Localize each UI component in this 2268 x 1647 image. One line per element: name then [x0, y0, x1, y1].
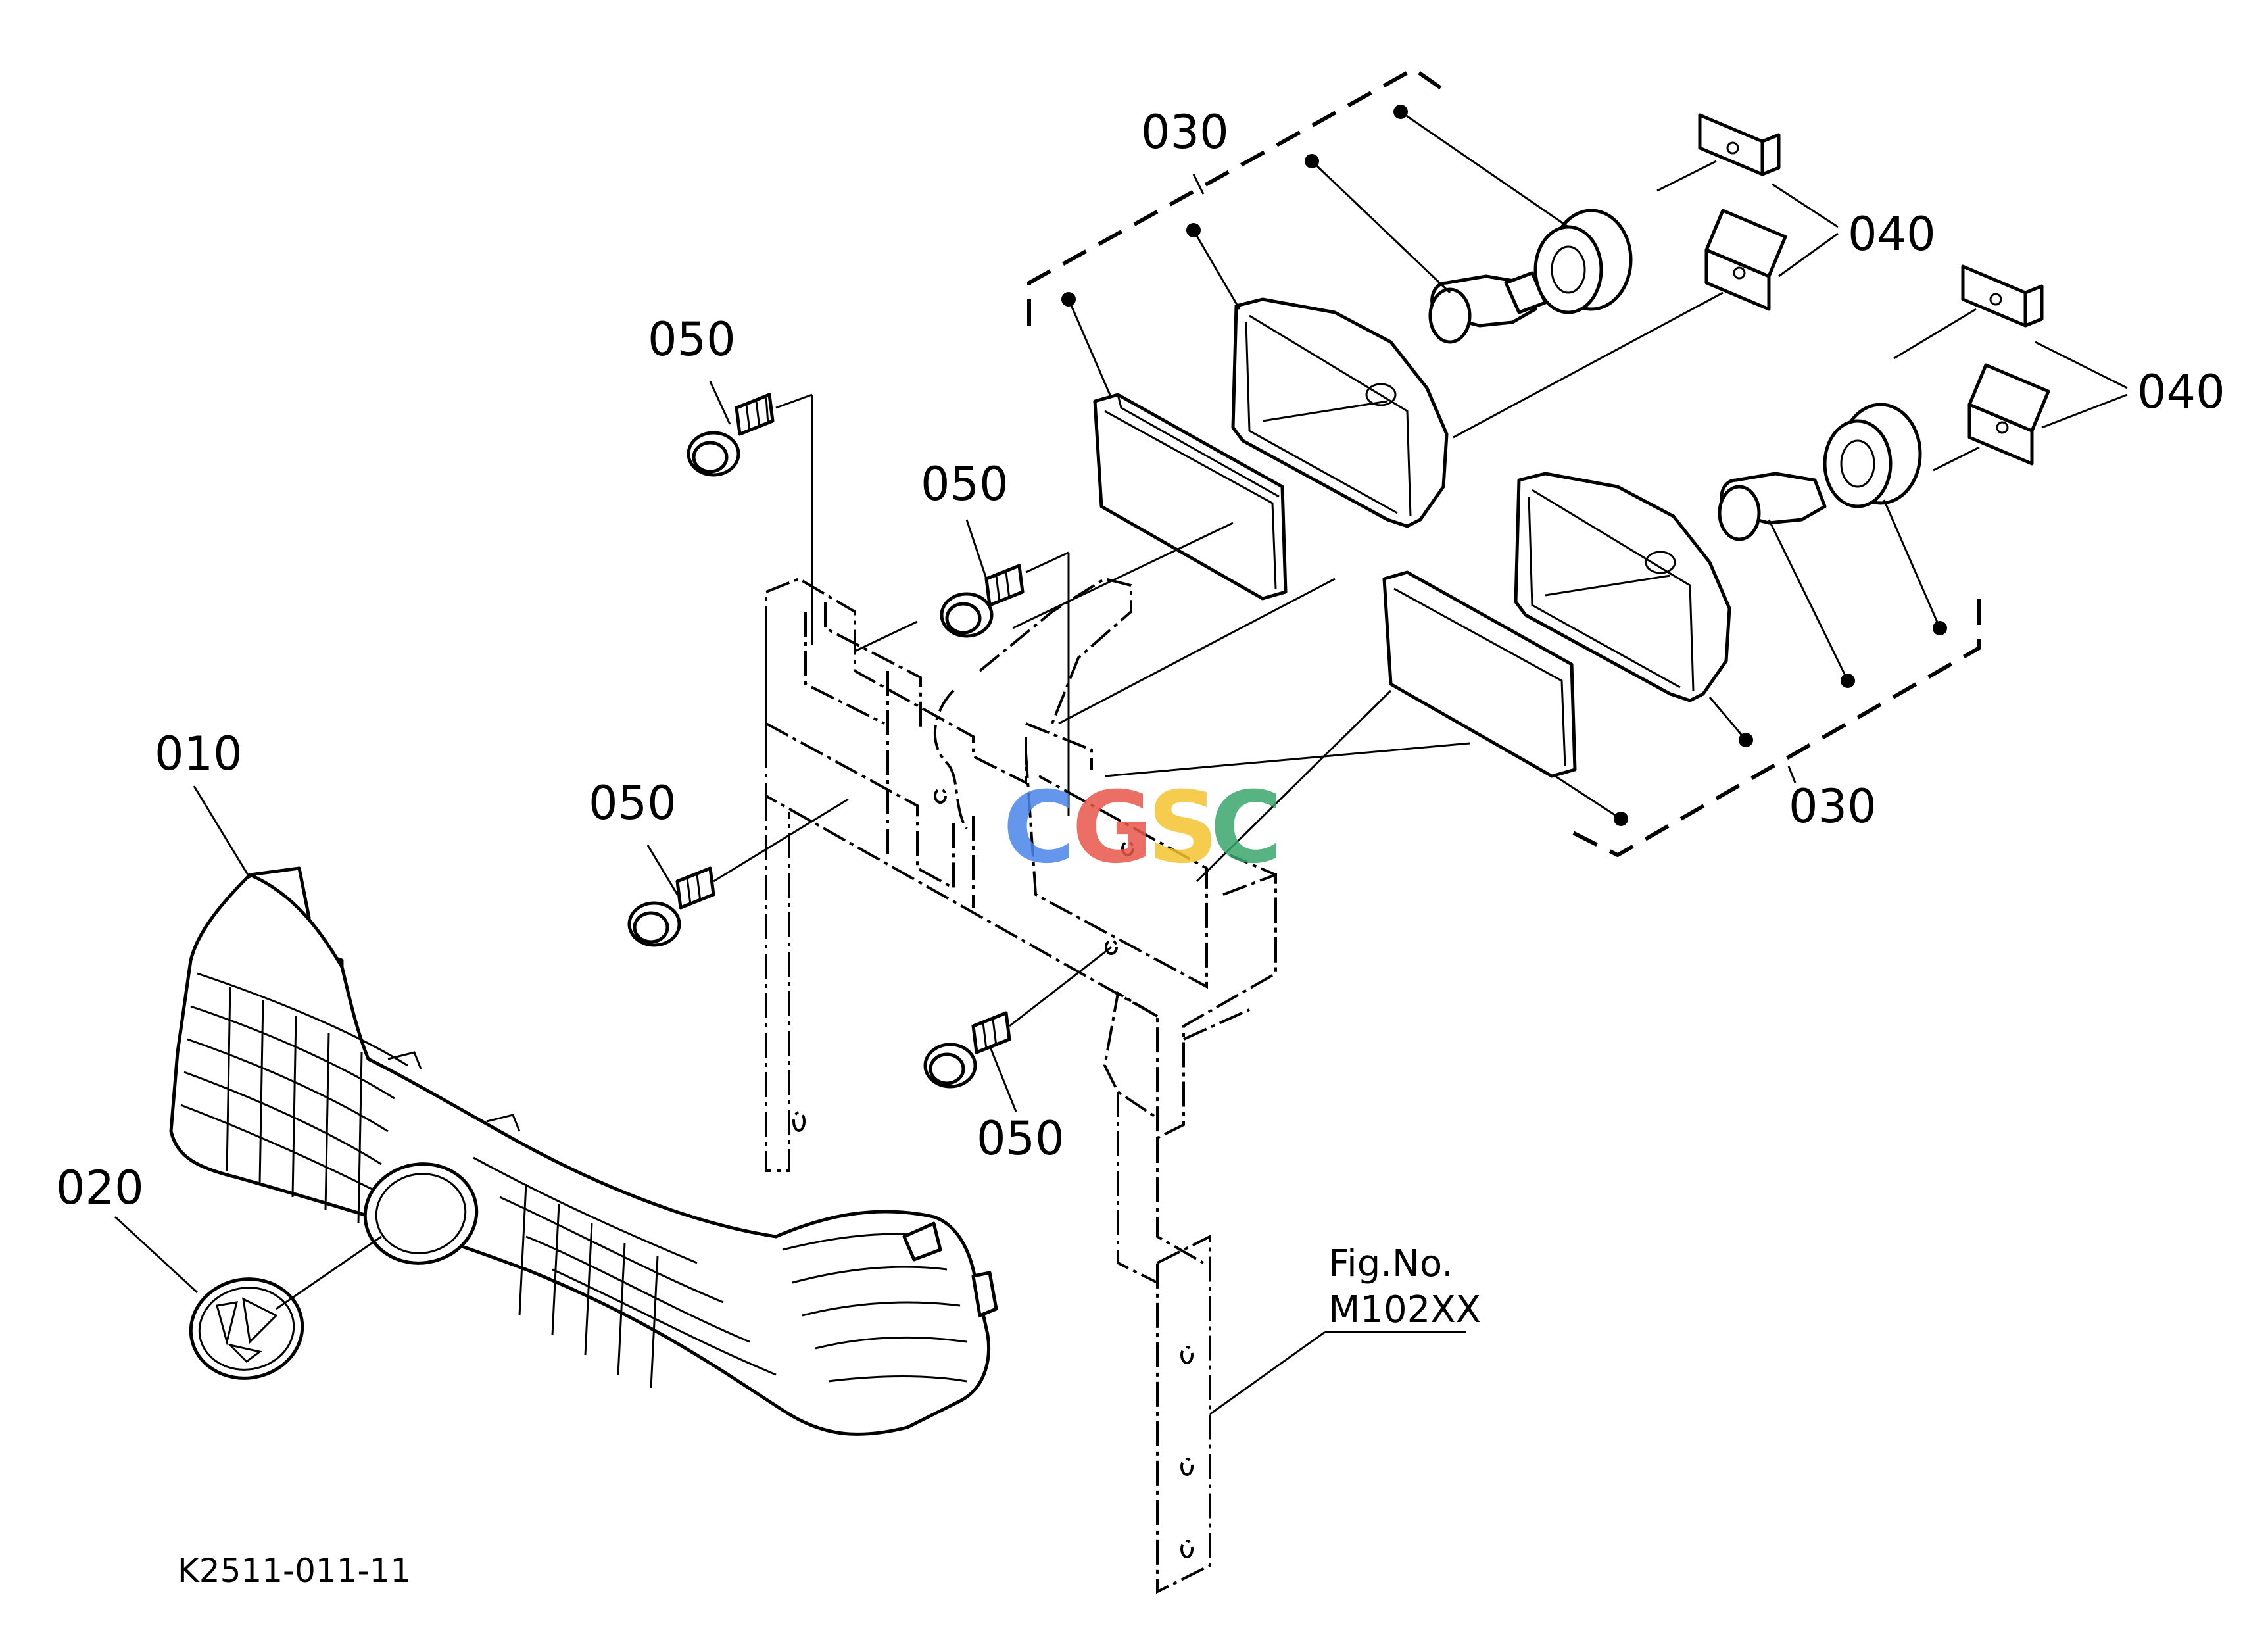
socket-top — [1533, 209, 1633, 314]
bolt-3: 050 — [589, 776, 849, 947]
bolt-1: 050 — [648, 312, 813, 645]
headlight-lens-bottom — [1382, 570, 1577, 778]
clip-4 — [1967, 363, 2050, 466]
bolt-2: 050 — [921, 457, 1070, 816]
label-bolt-4: 050 — [977, 1112, 1065, 1166]
label-bolt-1: 050 — [648, 312, 736, 366]
watermark-letter-c1: C — [1003, 771, 1075, 885]
headlight-bracket — [765, 522, 1470, 1594]
bolt-4: 050 — [923, 946, 1112, 1166]
watermark-letter-g: G — [1072, 771, 1153, 885]
bulb-top — [1428, 271, 1547, 344]
label-bolt-2: 050 — [921, 457, 1009, 511]
label-clip-top: 040 — [1848, 207, 1936, 261]
fig-no-value: M102XX — [1328, 1289, 1481, 1331]
clip-group-top: 040 — [1453, 113, 1936, 439]
label-clip-bottom: 040 — [2137, 365, 2225, 419]
clip-group-bottom: 040 — [1893, 264, 2225, 472]
clip-1 — [1698, 113, 1781, 176]
clip-3 — [1961, 264, 2044, 328]
bulb-bottom — [1718, 472, 1827, 541]
label-headlight-bottom: 030 — [1789, 779, 1877, 833]
figure-reference: Fig.No. M102XX — [1209, 1242, 1481, 1415]
drawing-code: K2511-011-11 — [178, 1552, 411, 1590]
label-emblem: 020 — [56, 1161, 144, 1215]
watermark-logo: C G S C — [1003, 771, 1282, 885]
socket-bottom — [1823, 403, 1922, 508]
label-headlight-top: 030 — [1141, 105, 1229, 159]
headlight-housing-top — [1231, 297, 1449, 528]
headlight-assembly-top: 030 — [1027, 66, 1633, 601]
headlight-lens-top — [1093, 393, 1288, 601]
emblem: 020 — [56, 1161, 382, 1380]
fig-no-label: Fig.No. — [1328, 1242, 1453, 1285]
label-grille: 010 — [155, 727, 243, 781]
headlight-housing-bottom — [1514, 472, 1731, 702]
headlight-assembly-bottom: 030 — [1382, 403, 1981, 858]
clip-2 — [1704, 209, 1787, 311]
label-bolt-3: 050 — [589, 776, 677, 830]
watermark-letter-s: S — [1147, 771, 1218, 885]
front-grille: 010 — [155, 727, 998, 1436]
watermark-letter-c2: C — [1210, 771, 1282, 885]
